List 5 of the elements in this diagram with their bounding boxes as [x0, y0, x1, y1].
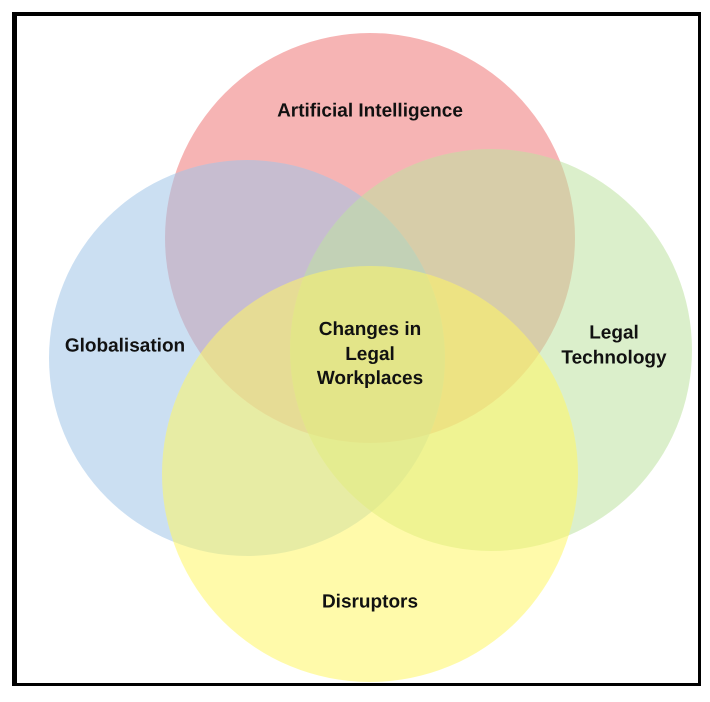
circle-label: Globalisation — [64, 334, 186, 359]
circle-label: Disruptors — [320, 590, 420, 615]
circle-label: Artificial Intelligence — [276, 100, 464, 124]
center-label: Changes in Legal Workplaces — [316, 318, 424, 392]
circle-label: Legal Technology — [560, 321, 668, 370]
